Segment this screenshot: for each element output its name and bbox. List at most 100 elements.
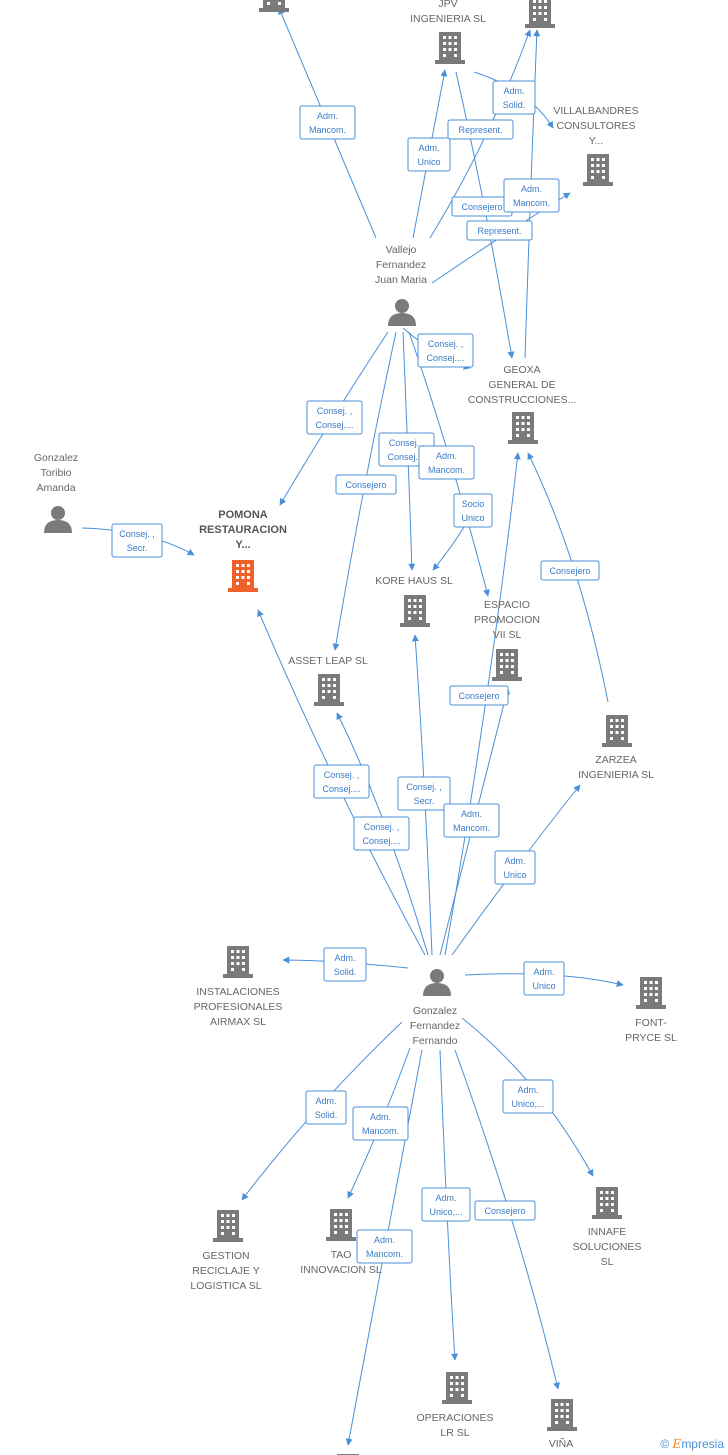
node-label[interactable]: RESTAURACION bbox=[199, 524, 287, 536]
edge-label-box[interactable] bbox=[305, 1090, 347, 1125]
edge-label[interactable]: Adm.Mancom. bbox=[503, 178, 560, 213]
node-label[interactable]: VII SL bbox=[493, 629, 522, 641]
edge-label[interactable]: Adm.Unico bbox=[494, 850, 536, 885]
node-label[interactable]: SL bbox=[601, 1256, 614, 1268]
edge-label-box[interactable] bbox=[474, 1200, 536, 1221]
building-icon[interactable] bbox=[259, 0, 289, 12]
node-label[interactable]: ASSET LEAP SL bbox=[288, 655, 368, 667]
node-label[interactable]: Amanda bbox=[36, 482, 75, 494]
person-icon[interactable] bbox=[388, 299, 416, 326]
node-label[interactable]: ZARZEA bbox=[595, 754, 636, 766]
node-label[interactable]: FONT- bbox=[635, 1017, 667, 1029]
edge-label[interactable]: Consej. ,Consej.... bbox=[306, 400, 363, 435]
edge-label-box[interactable] bbox=[407, 137, 451, 172]
building-icon[interactable] bbox=[636, 977, 666, 1009]
node-label[interactable]: CONSTRUCCIONES... bbox=[468, 394, 577, 406]
edge-label-box[interactable] bbox=[492, 80, 536, 115]
node-label[interactable]: PROFESIONALES bbox=[194, 1001, 283, 1013]
building-icon[interactable] bbox=[326, 1209, 356, 1241]
node-label[interactable]: PROMOCION bbox=[474, 614, 540, 626]
building-icon[interactable] bbox=[435, 32, 465, 64]
edge-label-box[interactable] bbox=[443, 803, 500, 838]
node-top-left[interactable] bbox=[259, 0, 289, 12]
edge-label[interactable]: Represent. bbox=[466, 220, 533, 241]
edge-label[interactable]: Adm.Solid. bbox=[323, 947, 367, 982]
node-jpv[interactable]: JPV INGENIERIA SL bbox=[410, 0, 486, 64]
building-icon[interactable] bbox=[213, 1210, 243, 1242]
node-label[interactable]: PRYCE SL bbox=[625, 1032, 677, 1044]
edge-label-box[interactable] bbox=[397, 776, 451, 811]
edge-label-box[interactable] bbox=[418, 445, 475, 480]
node-label[interactable]: Y... bbox=[589, 135, 603, 147]
building-icon[interactable] bbox=[400, 595, 430, 627]
edge-label[interactable]: Consej. ,Consej.... bbox=[313, 764, 370, 799]
edge-label[interactable]: Adm.Unico,... bbox=[502, 1079, 554, 1114]
edge-label-box[interactable] bbox=[323, 947, 367, 982]
node-label[interactable]: VIÑA bbox=[549, 1437, 574, 1450]
node-label[interactable]: Gonzalez bbox=[34, 452, 78, 464]
node-label[interactable]: POMONA bbox=[218, 509, 268, 521]
edge-label[interactable]: Consejero bbox=[540, 560, 600, 581]
edge-label[interactable]: Adm.Mancom. bbox=[299, 105, 356, 140]
node-label[interactable]: LOGISTICA SL bbox=[190, 1280, 261, 1292]
edge-label[interactable]: Adm.Unico,... bbox=[421, 1187, 471, 1222]
edge-label-box[interactable] bbox=[421, 1187, 471, 1222]
node-villalbandres[interactable]: VILLALBANDRES CONSULTORES Y... bbox=[553, 105, 639, 186]
building-icon[interactable] bbox=[223, 946, 253, 978]
node-label[interactable]: CONSULTORES bbox=[557, 120, 636, 132]
node-label[interactable]: INGENIERIA SL bbox=[410, 13, 486, 25]
edge-label-box[interactable] bbox=[352, 1106, 409, 1141]
edge-label-box[interactable] bbox=[494, 850, 536, 885]
edge-label[interactable]: Adm.Mancom. bbox=[356, 1229, 413, 1264]
node-label[interactable]: INNAFE bbox=[588, 1226, 627, 1238]
node-label[interactable]: Fernando bbox=[413, 1035, 458, 1047]
edge-label[interactable]: Consejero bbox=[335, 474, 397, 495]
building-icon[interactable] bbox=[492, 649, 522, 681]
node-label[interactable]: KORE HAUS SL bbox=[375, 575, 453, 587]
node-label[interactable]: INSTALACIONES bbox=[196, 986, 279, 998]
building-icon[interactable] bbox=[525, 0, 555, 28]
edge-label-box[interactable] bbox=[313, 764, 370, 799]
edge-label[interactable]: Adm.Mancom. bbox=[443, 803, 500, 838]
building-icon[interactable] bbox=[602, 715, 632, 747]
edge-label[interactable]: Represent. bbox=[447, 119, 514, 140]
building-icon[interactable] bbox=[508, 412, 538, 444]
edge-label[interactable]: Adm.Solid. bbox=[305, 1090, 347, 1125]
building-icon[interactable] bbox=[583, 154, 613, 186]
node-vina[interactable]: VIÑA bbox=[547, 1399, 577, 1450]
building-icon[interactable] bbox=[592, 1187, 622, 1219]
edge-label-box[interactable] bbox=[306, 400, 363, 435]
edge-label-box[interactable] bbox=[356, 1229, 413, 1264]
edge-label-box[interactable] bbox=[299, 105, 356, 140]
edge-label-box[interactable] bbox=[540, 560, 600, 581]
edge-label-box[interactable] bbox=[111, 523, 163, 558]
edge-label-box[interactable] bbox=[466, 220, 533, 241]
node-label[interactable]: Y... bbox=[235, 539, 250, 551]
node-font[interactable]: FONT- PRYCE SL bbox=[625, 977, 677, 1044]
person-icon[interactable] bbox=[44, 506, 72, 533]
node-label[interactable]: VILLALBANDRES bbox=[553, 105, 638, 117]
node-label[interactable]: JPV bbox=[438, 0, 457, 10]
edge-label[interactable]: Adm.Unico bbox=[523, 961, 565, 996]
edge-label-box[interactable] bbox=[447, 119, 514, 140]
edge-label-box[interactable] bbox=[502, 1079, 554, 1114]
node-label[interactable]: INGENIERIA SL bbox=[578, 769, 654, 781]
node-kore[interactable]: KORE HAUS SL bbox=[375, 575, 453, 627]
node-zarzea[interactable]: ZARZEA INGENIERIA SL bbox=[578, 715, 654, 781]
edge-label[interactable]: Consejero bbox=[449, 685, 509, 706]
edge-label-box[interactable] bbox=[453, 493, 493, 528]
building-icon[interactable] bbox=[228, 560, 258, 592]
node-top-right[interactable] bbox=[525, 0, 555, 28]
building-icon[interactable] bbox=[314, 674, 344, 706]
edge-label[interactable]: Adm.Unico bbox=[407, 137, 451, 172]
edge-label-box[interactable] bbox=[417, 333, 474, 368]
node-label[interactable]: Toribio bbox=[41, 467, 72, 479]
